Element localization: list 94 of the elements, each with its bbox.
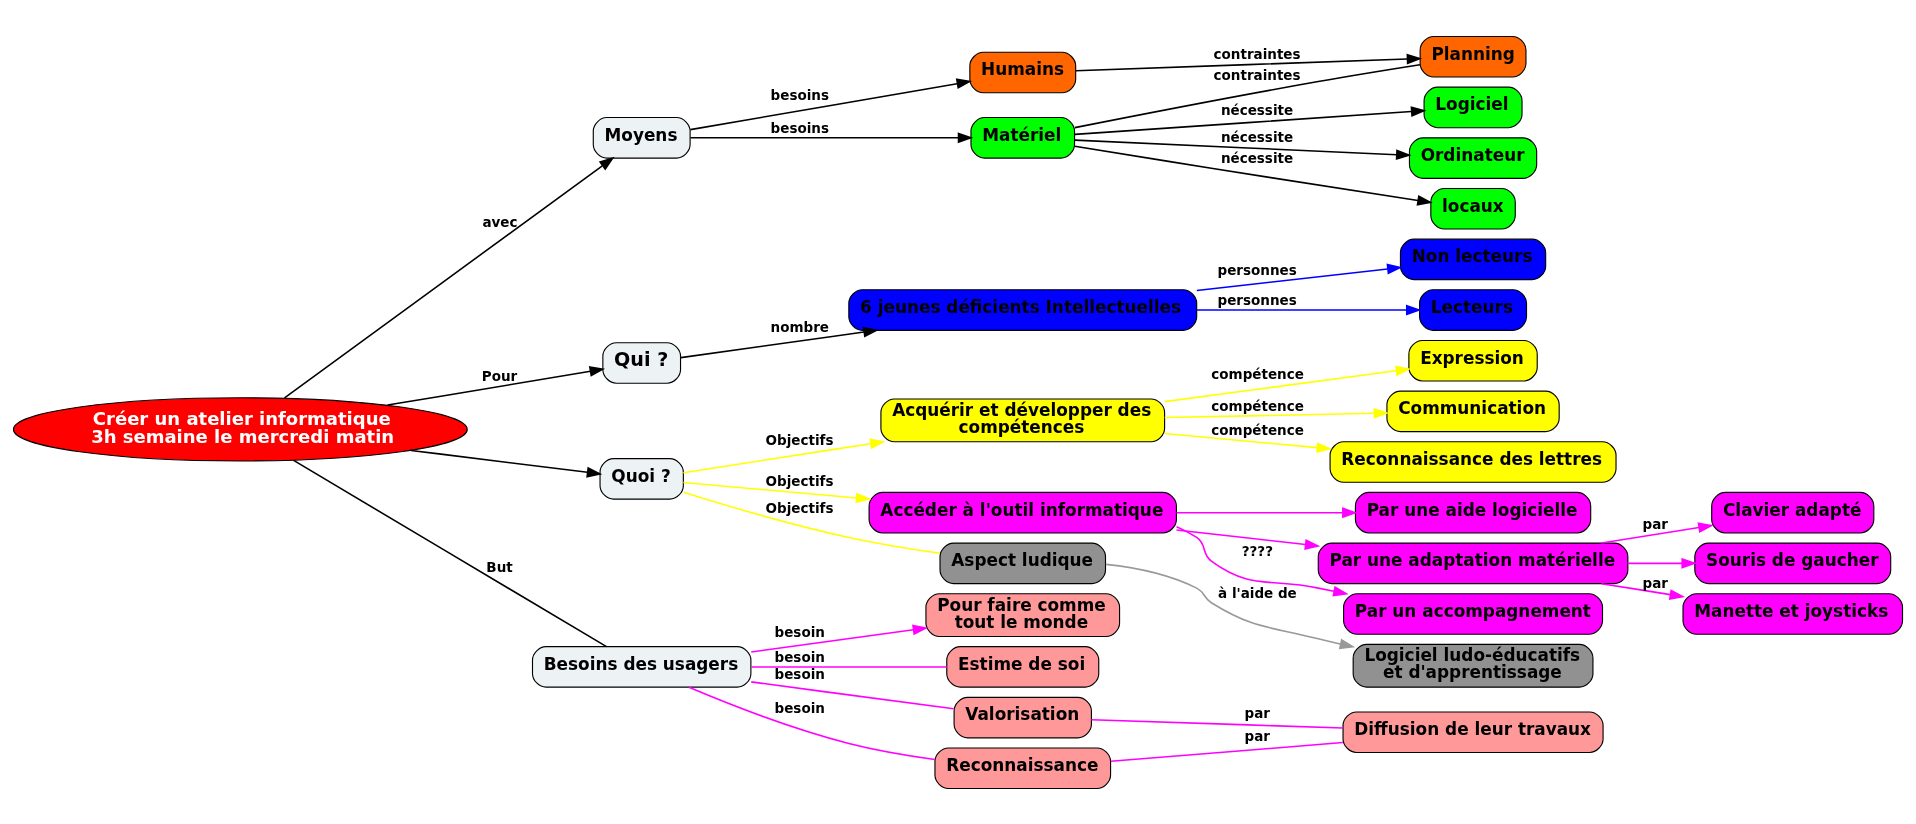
edge-label: personnes — [1217, 291, 1297, 308]
arrow — [750, 624, 929, 653]
node-box: Ordinateur — [1408, 136, 1538, 179]
node-box: Non lecteurs — [1399, 238, 1547, 280]
edge-label: Objectifs — [765, 499, 834, 516]
edge-label: besoin — [774, 699, 825, 716]
node-box: Par un accompagnement — [1343, 592, 1604, 635]
node-box: Quoi ? — [599, 457, 684, 500]
connector — [688, 686, 936, 760]
node-box: Diffusion de leur travaux — [1342, 710, 1604, 753]
arrow — [1627, 557, 1697, 569]
edge-label: par — [1642, 515, 1668, 532]
node-box: Communication — [1386, 390, 1560, 432]
arrow — [1196, 263, 1403, 291]
arrow — [1074, 138, 1412, 160]
arrow — [1074, 144, 1433, 206]
arrow — [1175, 525, 1349, 597]
edge-label: besoins — [770, 86, 829, 103]
edge-label: nécessite — [1220, 101, 1294, 118]
edge-label: But — [486, 558, 513, 575]
node-box: Moyens — [592, 116, 691, 159]
edge-label: par — [1642, 574, 1668, 591]
edge-label: besoin — [774, 648, 825, 665]
node-box: Reconnaissance des lettres — [1329, 440, 1617, 483]
edge-label: besoins — [770, 119, 829, 136]
node-box: Logiciel ludo-éducatifs et d'apprentissage — [1352, 643, 1594, 688]
node-box: Planning — [1419, 35, 1527, 78]
node-box: Valorisation — [953, 696, 1092, 738]
arrow — [1196, 304, 1422, 315]
arrow — [682, 437, 886, 473]
node-box: Par une adaptation matérielle — [1317, 542, 1629, 584]
arrow — [1175, 528, 1321, 550]
edge-label: nombre — [770, 318, 830, 335]
node-box: Estime de soi — [946, 645, 1100, 688]
edge-label: besoin — [774, 665, 825, 682]
connector — [750, 665, 948, 668]
node-box: Acquérir et développer des compétences — [880, 397, 1166, 442]
connector — [292, 459, 608, 647]
edge-label: par — [1244, 727, 1270, 744]
edge-label: contraintes — [1213, 45, 1301, 62]
node-box: Lecteurs — [1419, 288, 1528, 331]
edge-label: Objectifs — [765, 431, 834, 448]
arrow — [1163, 364, 1412, 402]
arrow — [689, 77, 973, 130]
arrow — [1105, 563, 1356, 649]
arrow — [682, 481, 872, 503]
arrow — [1600, 582, 1686, 600]
node-box: Logiciel — [1423, 86, 1523, 128]
node-box: Expression — [1408, 339, 1538, 382]
arrow — [1074, 105, 1427, 135]
arrow — [689, 131, 974, 143]
node-box: 6 jeunes déficients Intellectuelles — [848, 288, 1198, 331]
edge-label: compétence — [1211, 421, 1304, 438]
edge-label: compétence — [1211, 397, 1304, 414]
connector — [1090, 718, 1344, 729]
edge-label: personnes — [1217, 261, 1297, 278]
connector — [1110, 741, 1344, 762]
connector — [682, 490, 941, 554]
edge-label: compétence — [1211, 365, 1304, 382]
node-box: Matériel — [970, 116, 1076, 159]
node-box: Qui ? — [602, 341, 682, 384]
arrow — [386, 365, 606, 406]
edge-label: à l'aide de — [1218, 584, 1297, 601]
arrow — [1175, 506, 1358, 518]
edge-label: nécessite — [1220, 128, 1294, 145]
edge-label: Pour — [481, 367, 518, 384]
edge-label: ???? — [1241, 542, 1274, 559]
node-box: Manette et joysticks — [1682, 592, 1904, 635]
arrow — [680, 326, 879, 358]
arrow — [283, 156, 615, 399]
edge-label: besoin — [774, 623, 825, 640]
node-box: Accéder à l'outil informatique — [868, 491, 1177, 533]
arrow — [1163, 432, 1333, 453]
node-box: Clavier adapté — [1711, 491, 1875, 533]
edge-label: nécessite — [1220, 149, 1294, 166]
edge-label: avec — [482, 213, 518, 230]
node-box: Pour faire comme tout le monde — [925, 592, 1121, 637]
node-box: Par une aide logicielle — [1354, 491, 1592, 533]
edge-label: par — [1244, 704, 1270, 721]
node-box: locaux — [1430, 187, 1516, 230]
node-box: Humains — [969, 51, 1077, 93]
arrow — [410, 449, 603, 478]
arrow — [1600, 521, 1714, 544]
node-box: Aspect ludique — [939, 542, 1107, 584]
arrow — [1074, 53, 1423, 71]
node-ellipse: Créer un atelier informatique 3h semaine le mercredi matin — [12, 396, 468, 462]
connector — [1074, 63, 1421, 128]
edge-label: Objectifs — [765, 472, 834, 489]
connector — [750, 680, 955, 709]
node-box: Besoins des usagers — [531, 645, 752, 688]
edge-label: contraintes — [1213, 66, 1301, 83]
node-box: Souris de gaucher — [1694, 542, 1892, 584]
node-box: Reconnaissance — [934, 746, 1112, 789]
arrow — [1163, 407, 1390, 419]
